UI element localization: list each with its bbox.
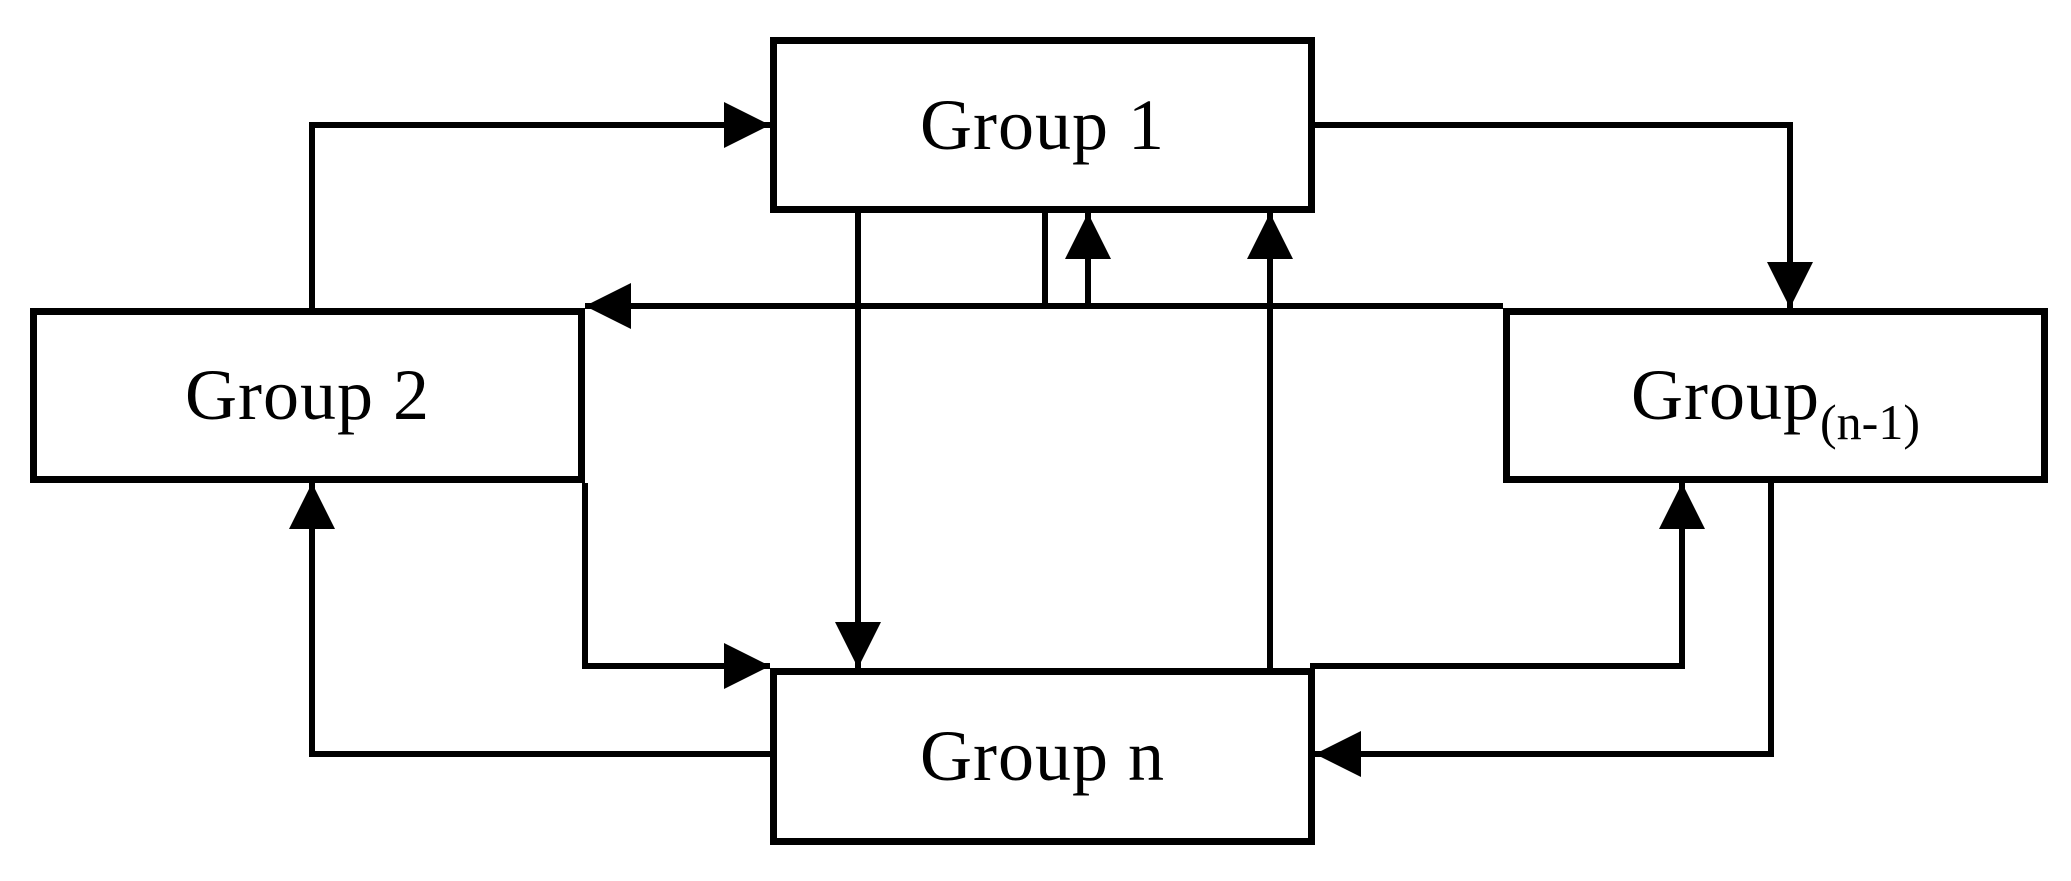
node-group-n: Group n <box>770 668 1315 845</box>
edge-group-1-to-group-n <box>835 213 881 668</box>
edge-group-1-to-group-n-1 <box>1315 122 1813 308</box>
edge-group-n-to-group-2 <box>289 483 770 757</box>
node-group-n-label: Group n <box>920 716 1165 796</box>
node-group-n-1: Group(n-1) <box>1503 308 2048 483</box>
node-group-2: Group 2 <box>30 308 585 483</box>
arrowhead <box>724 643 770 689</box>
edge-group-n-1-to-group-n <box>1315 483 1774 777</box>
edge-group-n-to-group-1 <box>1247 213 1293 668</box>
edge-group-n-to-group-n-1 <box>1310 483 1705 669</box>
node-group-n-1-label: Group <box>1631 355 1821 435</box>
arrowhead <box>835 622 881 668</box>
node-group-1: Group 1 <box>770 37 1315 213</box>
arrowhead <box>1767 262 1813 308</box>
arrowhead <box>1315 731 1361 777</box>
arrowhead <box>1659 483 1705 529</box>
arrowhead <box>585 283 631 329</box>
arrowhead <box>289 483 335 529</box>
edge-group-n-1-to-group-1 <box>1065 213 1503 309</box>
arrowhead <box>1247 213 1293 259</box>
arrowhead <box>1065 213 1111 259</box>
edge-group-2-to-group-n <box>582 483 770 689</box>
node-group-n-1-subscript: (n-1) <box>1820 393 1920 450</box>
node-group-1-label: Group 1 <box>920 84 1165 165</box>
edge-group-1-to-group-2 <box>585 213 1048 329</box>
arrowhead <box>724 102 770 148</box>
edge-group-2-to-group-1 <box>309 102 770 308</box>
node-group-2-label: Group 2 <box>185 355 430 435</box>
